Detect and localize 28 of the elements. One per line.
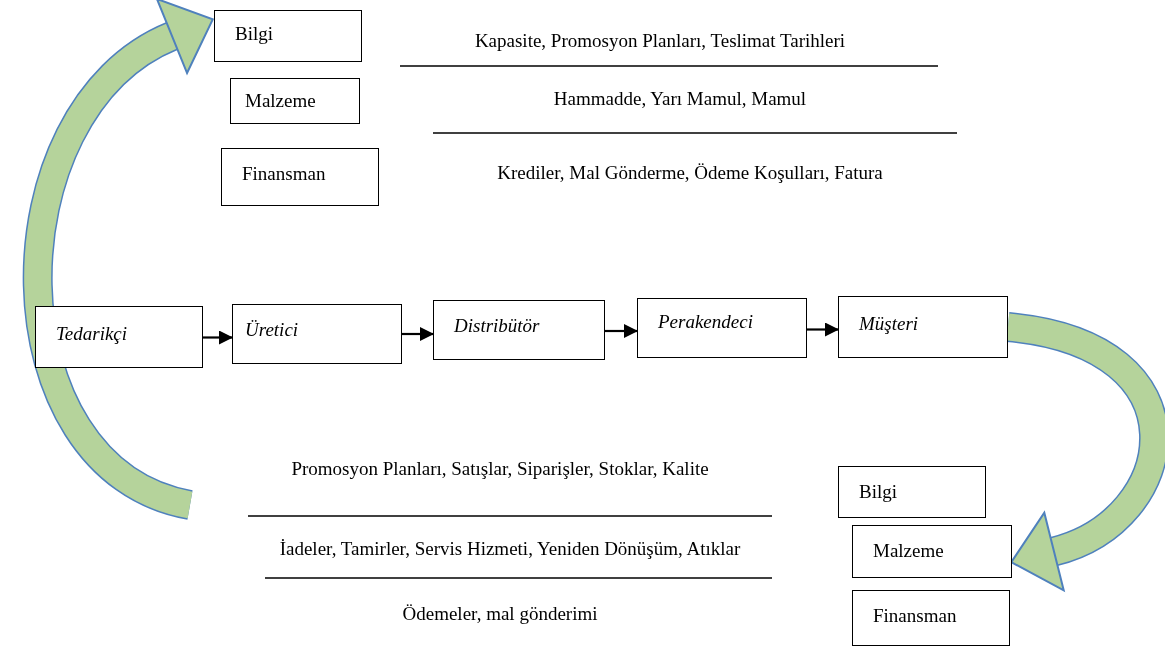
flow-box [230, 78, 360, 124]
flow-description: İadeler, Tamirler, Servis Hizmeti, Yeniden Dönüşüm, Atıklar [279, 538, 741, 560]
box-label: Distribütör [454, 315, 540, 337]
process-box [637, 298, 807, 358]
flow-box [838, 466, 986, 518]
box-label: Finansman [242, 163, 326, 185]
box-label: Bilgi [235, 23, 273, 45]
flow-box [214, 10, 362, 62]
flow-description: Ödemeler, mal gönderimi [402, 603, 598, 625]
box-label: Finansman [873, 605, 957, 627]
box-label: Müşteri [859, 313, 919, 335]
flow-box [221, 148, 379, 206]
box-label: Malzeme [873, 540, 944, 562]
flow-box [852, 525, 1012, 578]
box-label: Perakendeci [658, 311, 753, 333]
flow-description: Krediler, Mal Gönderme, Ödeme Koşulları, Fatura [497, 162, 883, 184]
flow-description: Promosyon Planları, Satışlar, Siparişler, Stoklar, Kalite [291, 458, 709, 480]
box-label: Malzeme [245, 90, 316, 112]
process-box [35, 306, 203, 368]
box-label: Tedarikçi [56, 323, 128, 345]
flow-box [852, 590, 1010, 646]
process-box [433, 300, 605, 360]
box-label: Bilgi [859, 481, 897, 503]
flow-description: Hammadde, Yarı Mamul, Mamul [553, 88, 807, 110]
box-label: Üretici [245, 319, 299, 341]
process-box [232, 304, 402, 364]
flow-description: Kapasite, Promosyon Planları, Teslimat Tarihleri [474, 30, 846, 52]
process-box [838, 296, 1008, 358]
